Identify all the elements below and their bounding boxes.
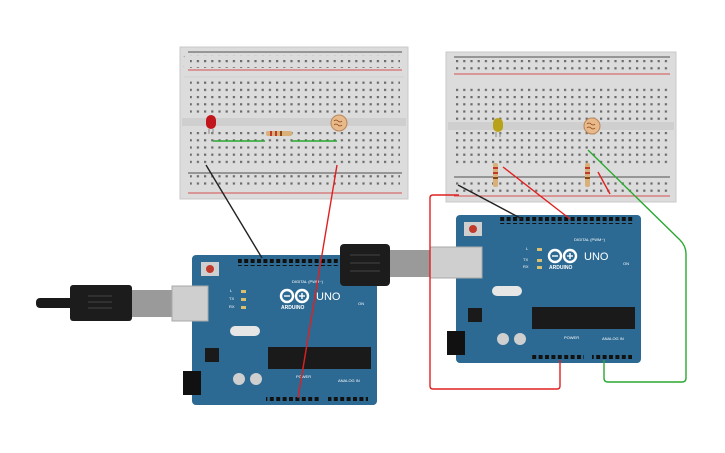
breadboard-left: + - [179, 46, 409, 200]
on-label-right: ON [623, 261, 629, 266]
model-label-left: UNO [316, 291, 341, 303]
digital-header-left [238, 259, 372, 266]
wire-black-right[interactable] [457, 184, 523, 220]
wire-green-analog[interactable] [587, 149, 687, 383]
microcontroller-chip-left [268, 347, 371, 369]
power-header-right [530, 354, 584, 361]
breadboard-right [445, 51, 677, 203]
resistor-left[interactable] [266, 131, 292, 136]
wire-red-power-loop[interactable] [429, 194, 561, 390]
rail-minus-label: - [183, 63, 185, 68]
wire-red-left[interactable] [297, 164, 338, 399]
arduino-logo-icon-right [547, 248, 578, 264]
analog-header-left [328, 395, 368, 402]
brand-label-right: ARDUINO [549, 265, 572, 271]
photoresistor-left[interactable] [330, 114, 348, 132]
rx-label-right: RX [523, 264, 529, 269]
tx-label-right: TX [523, 257, 528, 262]
power-label-left: POWER [296, 374, 311, 379]
led-left[interactable] [206, 115, 216, 134]
l-led-label-left: L [230, 288, 233, 293]
power-header-left [266, 395, 320, 402]
wire-black-left[interactable] [205, 164, 263, 259]
model-label-right: UNO [584, 251, 609, 263]
on-label-left: ON [358, 301, 364, 306]
brand-label-left: ARDUINO [281, 305, 304, 311]
arduino-uno-right[interactable]: DIGITAL (PWM~) L TX RX UNO ARDUINO ON PO… [340, 215, 641, 363]
power-label-right: POWER [564, 335, 579, 340]
digital-label-left: DIGITAL (PWM~) [292, 279, 324, 284]
resistor-right-2[interactable] [585, 163, 590, 187]
digital-header-right [500, 217, 634, 224]
led-right[interactable] [493, 118, 503, 137]
wire-red-right-top[interactable] [502, 166, 571, 220]
rail-plus-label: + [183, 54, 186, 59]
tx-label-left: TX [229, 296, 234, 301]
microcontroller-chip-right [532, 307, 635, 329]
arduino-logo-icon-left [279, 288, 310, 304]
analog-label-left: ANALOG IN [338, 378, 360, 383]
l-led-label-right: L [526, 246, 529, 251]
rx-label-left: RX [229, 304, 235, 309]
arduino-uno-left[interactable]: DIGITAL (PWM~) L TX RX UNO ARDUINO ON [36, 255, 377, 405]
usb-cable-right [340, 244, 483, 286]
usb-cable-left [36, 285, 209, 322]
resistor-right-1[interactable] [493, 163, 498, 187]
analog-label-right: ANALOG IN [602, 336, 624, 341]
analog-header-right [592, 354, 632, 361]
wire-red-right-short[interactable] [597, 171, 611, 195]
photoresistor-right[interactable] [583, 117, 601, 135]
digital-label-right: DIGITAL (PWM~) [574, 237, 606, 242]
